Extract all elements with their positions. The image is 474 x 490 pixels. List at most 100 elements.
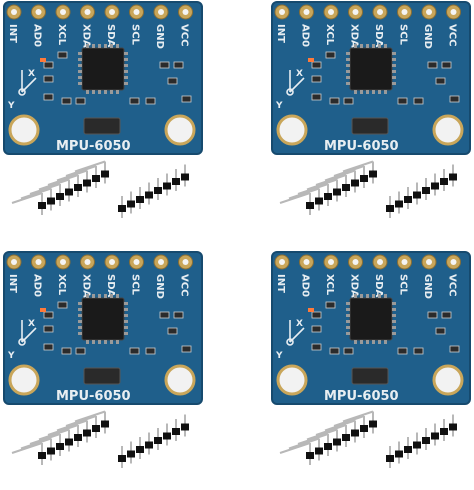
header-pin-bent — [74, 410, 106, 423]
header-pin-bent — [56, 419, 88, 432]
header-block — [163, 182, 171, 190]
header-block — [83, 429, 91, 437]
axis-origin — [18, 338, 26, 346]
header-pin-bent — [29, 433, 61, 445]
chip-lead — [384, 44, 387, 48]
chip-lead — [392, 76, 396, 79]
header-block — [351, 179, 359, 187]
header-block — [404, 196, 412, 203]
chip-lead — [346, 332, 350, 335]
header-block — [324, 193, 332, 200]
header-pin-bent — [288, 187, 320, 200]
chip-lead — [346, 82, 350, 85]
chip-lead — [92, 90, 95, 94]
chip-lead — [378, 44, 381, 48]
header-block — [333, 438, 341, 446]
chip-lead — [78, 82, 82, 85]
pin-hole — [328, 9, 334, 15]
chip-lead — [78, 64, 82, 67]
header-block — [181, 173, 189, 181]
pin-hole — [352, 259, 359, 265]
pin-hole — [182, 9, 189, 15]
axis-x-label: X — [296, 319, 303, 329]
chip-lead — [366, 90, 369, 94]
chip-lead — [78, 76, 82, 79]
header-pin-bent — [342, 160, 374, 173]
chip-lead — [354, 90, 357, 94]
chip-lead — [346, 302, 350, 305]
chip-lead — [124, 314, 128, 317]
axis-y-label: Y — [275, 101, 283, 111]
header-block — [47, 197, 55, 205]
chip-lead — [366, 44, 369, 48]
chip-lead — [86, 90, 89, 94]
right-angle-header — [279, 160, 377, 215]
header-block — [74, 184, 82, 191]
chip-lead — [116, 90, 119, 94]
model-label: MPU-6050 — [56, 389, 131, 404]
smd-component — [311, 61, 322, 69]
pin-hole — [279, 259, 285, 265]
header-pin-bent — [306, 428, 338, 441]
header-block — [83, 179, 91, 187]
smd-component — [173, 61, 184, 69]
pin-label-sda: SDA — [105, 274, 116, 298]
header-block — [127, 200, 135, 208]
header-block — [74, 434, 82, 441]
header-pin-bent — [20, 187, 52, 200]
chip-lead — [392, 52, 396, 55]
chip-lead — [78, 332, 82, 335]
pcb-edge — [3, 1, 203, 155]
smd-component — [57, 301, 68, 309]
chip-lead — [392, 332, 396, 335]
pin-label-gnd: GND — [154, 24, 165, 49]
header-pin-bent — [315, 424, 347, 436]
smd-component — [413, 347, 424, 355]
chip-lead — [378, 340, 381, 344]
smd-component — [145, 97, 156, 105]
smd-component — [311, 75, 322, 83]
pin-label-xcl: XCL — [56, 274, 67, 296]
header-block — [431, 432, 439, 440]
smd-component — [129, 97, 140, 105]
chip-lead — [92, 44, 95, 48]
header-pin-bent — [315, 174, 347, 186]
chip-lead — [92, 340, 95, 344]
chip-lead — [346, 320, 350, 323]
smd-component — [329, 97, 340, 105]
header-block — [65, 188, 73, 196]
straight-header — [118, 414, 189, 468]
chip-lead — [104, 90, 107, 94]
pin-label-scl: SCL — [130, 24, 141, 46]
chip-lead — [124, 302, 128, 305]
pin-label-xcl: XCL — [324, 274, 335, 296]
header-block — [136, 196, 144, 203]
header-block — [324, 443, 332, 450]
mounting-hole — [432, 114, 464, 146]
chip-lead — [392, 64, 396, 67]
chip-lead — [372, 340, 375, 344]
pin-hole — [279, 9, 285, 15]
chip-lead — [104, 44, 107, 48]
pin-hole — [450, 9, 457, 15]
header-block — [38, 452, 46, 459]
chip-lead — [354, 44, 357, 48]
chip-lead — [124, 64, 128, 67]
chip-lead — [346, 52, 350, 55]
header-block — [360, 425, 368, 432]
pin-hole — [60, 9, 66, 15]
pin-hole — [401, 9, 408, 15]
imu-chip — [349, 297, 393, 341]
header-block — [118, 455, 126, 462]
chip-lead — [124, 76, 128, 79]
header-block — [449, 423, 457, 431]
chip-lead — [346, 326, 350, 329]
header-block — [127, 450, 135, 458]
smd-component — [167, 77, 178, 85]
header-block — [431, 182, 439, 190]
chip-lead — [78, 58, 82, 61]
chip-lead — [86, 340, 89, 344]
